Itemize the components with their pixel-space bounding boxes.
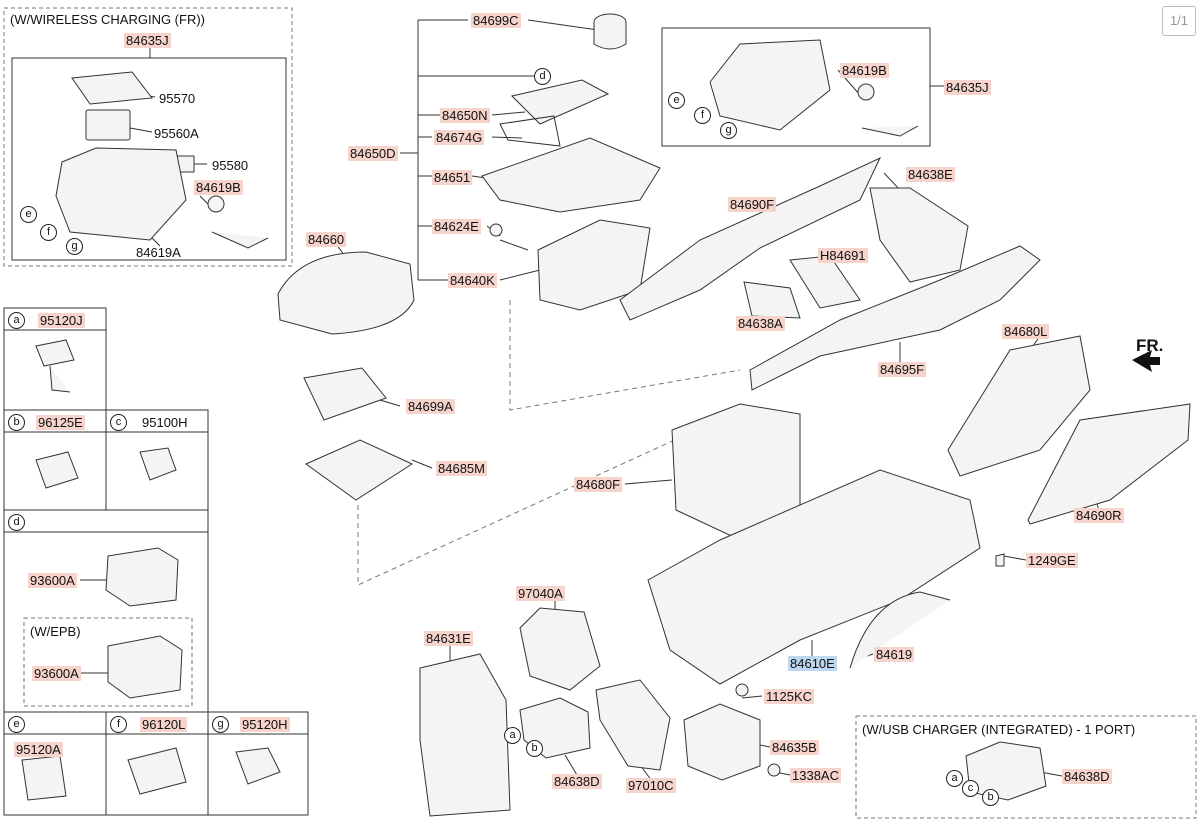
cell-letter-b: b <box>8 414 25 431</box>
part-label[interactable]: 84680L <box>1002 324 1050 339</box>
part-label[interactable]: 84685M <box>436 461 487 476</box>
inset-frame <box>661 27 931 147</box>
part-label[interactable]: 93600A <box>32 666 81 681</box>
part-label[interactable]: 84699A <box>406 399 455 414</box>
part-label[interactable]: 84640K <box>448 273 497 288</box>
callout-g: g <box>66 238 83 255</box>
part-label[interactable]: 84650D <box>348 146 398 161</box>
callout-a: a <box>946 770 963 787</box>
callout-g: g <box>720 122 737 139</box>
cell-part-g[interactable]: 95120H <box>240 717 290 732</box>
cell-letter-f: f <box>110 716 127 733</box>
callout-d: d <box>534 68 551 85</box>
part-label-highlighted[interactable]: 84610E <box>788 656 837 671</box>
part-label[interactable]: 97010C <box>626 778 676 793</box>
part-label[interactable]: 84619B <box>194 180 243 195</box>
part-label[interactable]: 84638D <box>1062 769 1112 784</box>
part-label[interactable]: 84660 <box>306 232 347 247</box>
callout-e: e <box>20 206 37 223</box>
cell-letter-a: a <box>8 312 25 329</box>
part-label[interactable]: 84690R <box>1074 508 1124 523</box>
part-label[interactable]: 84638A <box>736 316 785 331</box>
cell-letter-c: c <box>110 414 127 431</box>
wireless-pad-shape <box>71 71 153 105</box>
part-label[interactable]: 84619B <box>840 63 889 78</box>
cell-part-f[interactable]: 96120L <box>140 717 188 732</box>
part-label: 95570 <box>159 91 196 106</box>
part-label[interactable]: 84651 <box>432 170 473 185</box>
callout-e: e <box>668 92 685 109</box>
part-label[interactable]: 84638D <box>552 774 602 789</box>
part-label[interactable]: 93600A <box>28 573 77 588</box>
callout-f: f <box>694 107 711 124</box>
cell-part-c: 95100H <box>142 415 188 430</box>
part-label[interactable]: 1338AC <box>790 768 841 783</box>
wireless-group-title: (W/WIRELESS CHARGING (FR)) <box>10 12 205 27</box>
front-direction-label: FR. <box>1136 336 1164 355</box>
callout-c: c <box>962 780 979 797</box>
wireless-group-frame <box>3 7 293 267</box>
callout-a: a <box>504 727 521 744</box>
part-label[interactable]: 84650N <box>440 108 490 123</box>
part-label[interactable]: 84695F <box>878 362 927 377</box>
cell-part-a[interactable]: 95120J <box>38 313 85 328</box>
part-label[interactable]: 1249GE <box>1026 553 1078 568</box>
part-label[interactable]: 1125KC <box>764 689 815 704</box>
part-label[interactable]: 84619 <box>874 647 915 662</box>
part-label[interactable]: 84638E <box>906 167 955 182</box>
callout-b: b <box>982 789 999 806</box>
part-label[interactable]: H84691 <box>818 248 868 263</box>
part-label[interactable]: 84631E <box>424 631 473 646</box>
callout-b: b <box>526 740 543 757</box>
part-label[interactable]: 84635J <box>124 33 171 48</box>
part-label: 95560A <box>154 126 199 141</box>
part-label[interactable]: 84699C <box>471 13 521 28</box>
epb-group-title: (W/EPB) <box>30 624 81 639</box>
cell-letter-g: g <box>212 716 229 733</box>
part-label[interactable]: 84690F <box>728 197 777 212</box>
part-label[interactable]: 84635J <box>944 80 991 95</box>
part-label[interactable]: 84635B <box>770 740 819 755</box>
part-label: 95580 <box>212 158 249 173</box>
part-label[interactable]: 84624E <box>432 219 481 234</box>
page-indicator: 1/1 <box>1162 6 1196 36</box>
cell-part-e[interactable]: 95120A <box>14 742 63 757</box>
cell-letter-e: e <box>8 716 25 733</box>
usb-group-title: (W/USB CHARGER (INTEGRATED) - 1 PORT) <box>862 722 1136 737</box>
cell-part-b[interactable]: 96125E <box>36 415 85 430</box>
wireless-inner-frame <box>11 57 287 261</box>
callout-f: f <box>40 224 57 241</box>
part-label[interactable]: 84680F <box>574 477 623 492</box>
front-arrow-icon <box>1132 350 1160 372</box>
part-label: 84619A <box>136 245 181 260</box>
part-label[interactable]: 97040A <box>516 586 565 601</box>
part-label[interactable]: 84674G <box>434 130 485 145</box>
cell-letter-d: d <box>8 514 25 531</box>
